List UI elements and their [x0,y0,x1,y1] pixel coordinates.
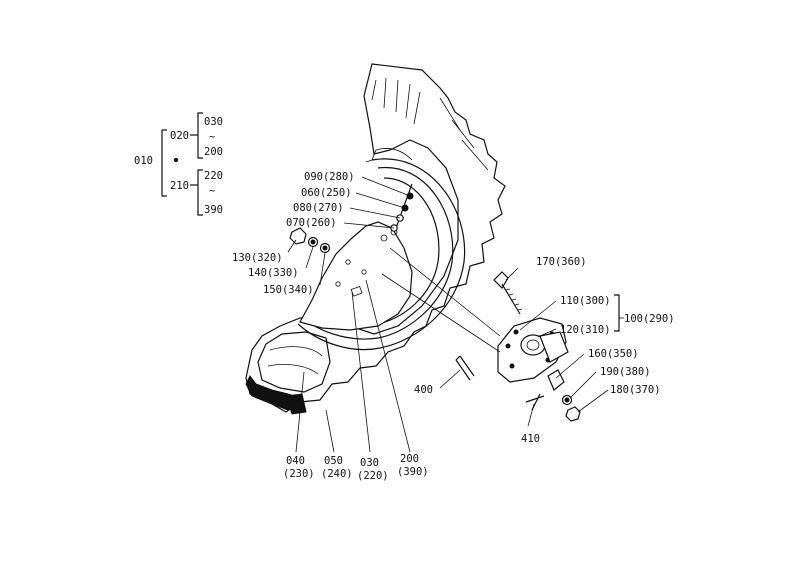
label-050-alt: (240) [321,468,353,480]
label-110: 110(300) [560,295,611,307]
label-040-alt: (230) [283,468,315,480]
label-040: 040 [286,455,305,467]
label-060: 060(250) [301,187,352,199]
tree-a-range-mark: ~ [209,131,215,143]
pin-400-body [455,359,471,381]
label-090: 090(280) [304,171,355,183]
hub-fasteners [547,369,581,422]
leader-lines [287,176,624,453]
hub-boss [539,331,569,363]
label-190: 190(380) [600,366,651,378]
label-030-alt: (220) [357,470,389,482]
label-410: 410 [521,433,540,445]
tree-b-range-mark: ~ [209,185,215,197]
washer-190-hole [564,397,570,403]
label-100: 100(290) [624,313,675,325]
hub-stud-hole [513,329,519,335]
tire-inner-lower [257,331,331,393]
clip-410 [525,393,545,411]
tree-a-from-label: 030 [204,116,223,128]
tread-upper [371,77,421,125]
tree-b-to-label: 390 [204,204,223,216]
label-140: 140(330) [248,267,299,279]
leader-110 [389,247,501,337]
label-170: 170(360) [536,256,587,268]
label-070: 070(260) [286,217,337,229]
label-050: 050 [324,455,343,467]
hub-stud-hole [509,363,515,369]
label-120: 120(310) [560,324,611,336]
part-labels: 090(280) 060(250) 080(270) 070(260) 130(… [232,171,675,482]
pin-400-end [455,355,461,361]
disc-hole [335,281,341,287]
wheel-nut-group [289,227,331,254]
tree-a-to-label: 200 [204,146,223,158]
leader-120 [381,273,501,353]
clip-410-shape [525,393,545,411]
pin-400 [455,355,475,381]
label-400: 400 [414,384,433,396]
washer-150-hole [322,245,328,251]
hub-assembly [497,317,569,383]
pin-400-body-edge [459,355,475,377]
disc-hole [361,269,367,275]
tire-inner-hatch [267,346,323,375]
nut-130 [289,227,307,245]
bracket-100 [614,294,620,332]
disc-bolt-hole [380,234,388,242]
tree-b-from-label: 220 [204,170,223,182]
label-080: 080(270) [293,202,344,214]
label-030: 030 [360,457,379,469]
disc-plate [299,221,413,331]
rim-outer-arc [297,158,466,351]
label-150: 150(340) [263,284,314,296]
stud-170-head [493,271,509,289]
wheel-drawing [245,63,581,422]
tree-root-label: 010 [134,155,153,167]
label-200: 200 [400,453,419,465]
tire-shadow-lug [285,393,307,415]
disc-hole [345,259,351,265]
rim-flange [365,148,413,163]
tree-bracket-b [197,169,203,216]
washer-140-hole [310,239,316,245]
stud-170-thread [505,288,523,311]
hub-center-inner [526,339,540,351]
parts-tree: 010 020 210 030 ~ 200 220 ~ 390 [134,112,223,216]
rim-inner-arc [307,167,454,340]
stud-170-shank [501,283,521,315]
label-180: 180(370) [610,384,661,396]
nut-180 [565,406,581,422]
disc-bolt-stack [390,183,414,232]
tree-bracket-root [161,129,167,197]
label-200-alt: (390) [397,466,429,478]
tree-branch-a-label: 020 [170,130,189,142]
label-160: 160(350) [588,348,639,360]
tread-ribs [439,97,489,171]
hub-stud-hole [505,343,511,349]
tree-branch-b-label: 210 [170,180,189,192]
tree-bracket-a [197,112,203,159]
label-130: 130(320) [232,252,283,264]
tree-dot [173,157,179,163]
